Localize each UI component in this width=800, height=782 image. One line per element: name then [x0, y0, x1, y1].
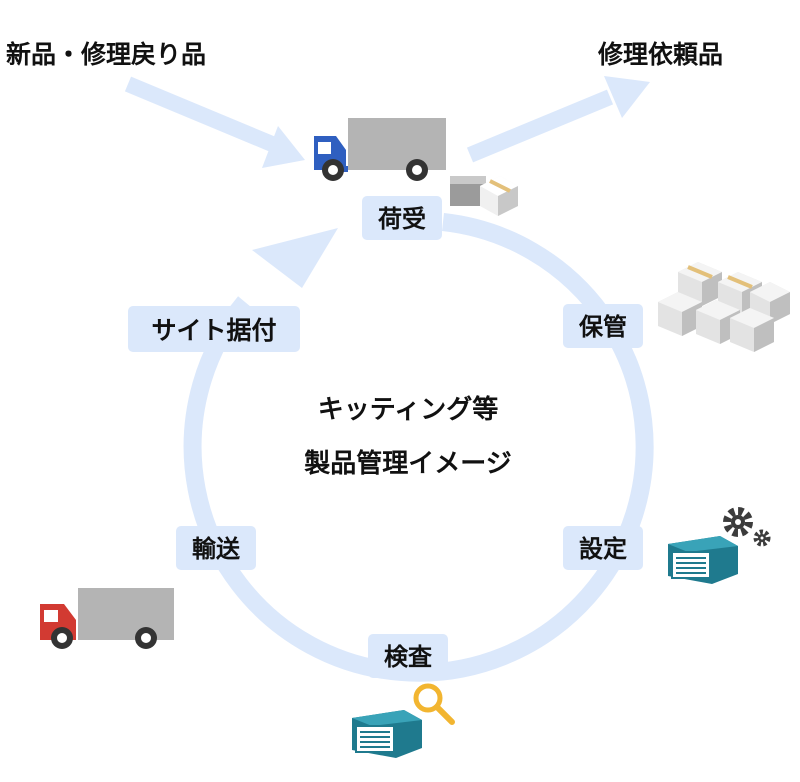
- cycle-ring: [183, 213, 654, 682]
- inbound-arrow: [124, 76, 305, 168]
- stage-setup: 設定: [563, 526, 643, 570]
- outbound-arrow: [466, 76, 650, 163]
- outbound-label: 修理依頼品: [597, 40, 723, 69]
- stage-storage: 保管: [563, 304, 643, 348]
- stage-inspection-label: 検査: [384, 643, 432, 671]
- stage-transport: 輸送: [176, 526, 256, 570]
- inbound-label: 新品・修理戻り品: [6, 40, 206, 69]
- stage-storage-label: 保管: [578, 313, 627, 341]
- magnifier-icon: [413, 683, 455, 725]
- truck-icon: [40, 588, 174, 649]
- center-title-line1: キッティング等: [318, 394, 498, 425]
- stage-receiving: 荷受: [362, 196, 442, 240]
- stage-inspection: 検査: [368, 634, 448, 678]
- center-title-line2: 製品管理イメージ: [304, 449, 511, 479]
- device-icon: [352, 710, 422, 758]
- box-icon: [658, 262, 790, 352]
- stage-installation: サイト据付: [128, 306, 300, 352]
- stage-installation-label: サイト据付: [151, 316, 276, 345]
- device-icon: [668, 536, 738, 584]
- cycle-arrowhead: [252, 228, 338, 288]
- truck-icon: [314, 118, 446, 181]
- stage-setup-label: 設定: [579, 535, 627, 563]
- gear-icon: [753, 529, 771, 547]
- gear-icon: [723, 507, 753, 537]
- stage-receiving-label: 荷受: [378, 205, 426, 233]
- box-icon: [450, 176, 518, 216]
- stage-transport-label: 輸送: [192, 535, 241, 563]
